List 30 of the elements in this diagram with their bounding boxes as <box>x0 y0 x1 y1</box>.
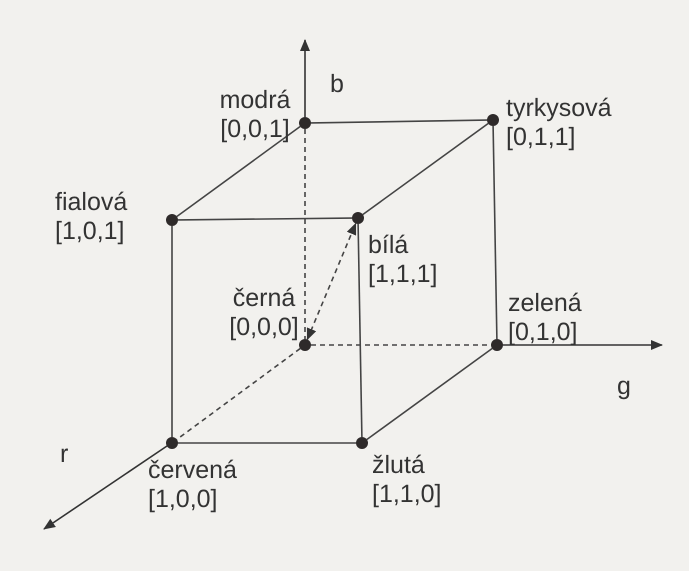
axis-label: b <box>330 70 344 98</box>
hidden-edge-line <box>304 129 306 339</box>
edge-line <box>178 442 356 444</box>
edge-line <box>492 126 498 340</box>
edge-line <box>310 119 488 124</box>
rgb-coordinates: [0,0,0] <box>229 313 299 342</box>
rgb-coordinates: [0,0,1] <box>220 115 290 144</box>
color-name: bílá <box>368 231 408 260</box>
edge-line <box>357 224 363 438</box>
rgb-coordinates: [0,1,0] <box>508 318 578 347</box>
edge-line <box>171 226 173 437</box>
axis-label: g <box>617 372 631 400</box>
color-name: fialová <box>55 188 128 217</box>
rgb-coordinates: [1,1,1] <box>368 260 438 289</box>
rgb-coordinates: [1,1,0] <box>372 480 442 509</box>
axis-label: r <box>60 440 68 468</box>
edge-line <box>366 348 493 440</box>
color-name: tyrkysová <box>506 94 612 123</box>
color-name: žlutá <box>372 451 425 480</box>
color-name: zelená <box>508 289 582 318</box>
color-name: černá <box>232 284 296 313</box>
color-name: červená <box>148 456 237 485</box>
color-name: modrá <box>220 86 290 115</box>
rgb-coordinates: [1,0,0] <box>148 485 218 514</box>
rgb-coordinates: [0,1,1] <box>506 123 576 152</box>
arrow <box>306 222 356 340</box>
edge-line <box>176 126 301 218</box>
edge-line <box>178 217 352 221</box>
edge-line <box>362 122 489 216</box>
rgb-coordinates: [1,0,1] <box>55 217 124 246</box>
